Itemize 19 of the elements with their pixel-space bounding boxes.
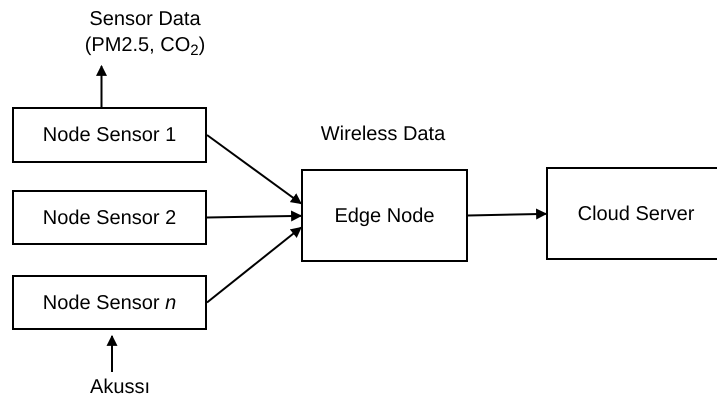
sensor-box — [12, 190, 207, 245]
arrow — [468, 208, 548, 220]
edge-node-box — [301, 169, 468, 262]
node-label: Cloud Server — [576, 202, 696, 226]
arrow — [206, 210, 302, 222]
arrow — [96, 64, 107, 107]
arrow — [106, 334, 118, 372]
node-label: Node Sensor 1 — [42, 123, 178, 148]
sensor-box — [12, 275, 207, 330]
server-box — [546, 167, 717, 260]
sensor-box — [12, 107, 207, 163]
source-text: Akussı — [88, 375, 152, 400]
data-text: Sensor Data (PM2.5, CO$_{2}$) — [84, 7, 206, 58]
wireless-text: Wireless Data — [320, 122, 446, 147]
node-label: Edge Node — [333, 204, 436, 228]
node-label: Node Sensor n — [42, 290, 178, 316]
arrow — [206, 134, 302, 204]
node-label: Node Sensor 2 — [42, 206, 178, 230]
arrow — [206, 226, 302, 304]
